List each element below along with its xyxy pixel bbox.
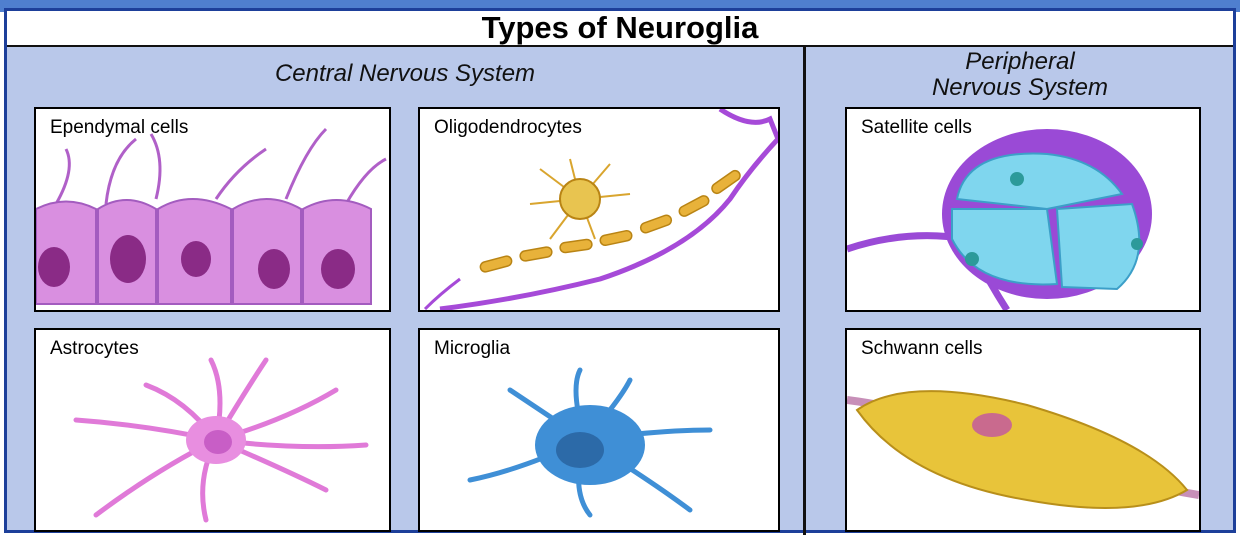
pns-section-title: Peripheral Nervous System xyxy=(807,49,1233,101)
oligodendrocytes-illustration xyxy=(420,109,778,310)
label-ependymal-cells: Ependymal cells xyxy=(50,117,188,139)
panel-ependymal-cells: Ependymal cells xyxy=(34,107,391,312)
pns-title-line1: Peripheral xyxy=(807,49,1233,75)
cns-section-title: Central Nervous System xyxy=(7,59,803,89)
label-schwann-cells: Schwann cells xyxy=(861,338,982,360)
label-microglia: Microglia xyxy=(434,338,510,360)
panel-oligodendrocytes: Oligodendrocytes xyxy=(418,107,780,312)
panel-microglia: Microglia xyxy=(418,328,780,532)
satellite-cells-illustration xyxy=(847,109,1199,310)
schwann-cells-illustration xyxy=(847,330,1199,530)
microglia-illustration xyxy=(420,330,778,530)
label-satellite-cells: Satellite cells xyxy=(861,117,972,139)
diagram-title: Types of Neuroglia xyxy=(7,11,1233,47)
panel-schwann-cells: Schwann cells xyxy=(845,328,1201,532)
pns-title-line2: Nervous System xyxy=(807,75,1233,101)
astrocytes-illustration xyxy=(36,330,389,530)
panel-satellite-cells: Satellite cells xyxy=(845,107,1201,312)
ependymal-cells-illustration xyxy=(36,109,389,310)
neuroglia-diagram: Types of Neuroglia Central Nervous Syste… xyxy=(4,8,1236,533)
label-astrocytes: Astrocytes xyxy=(50,338,139,360)
section-divider xyxy=(803,45,806,535)
panel-astrocytes: Astrocytes xyxy=(34,328,391,532)
label-oligodendrocytes: Oligodendrocytes xyxy=(434,117,582,139)
